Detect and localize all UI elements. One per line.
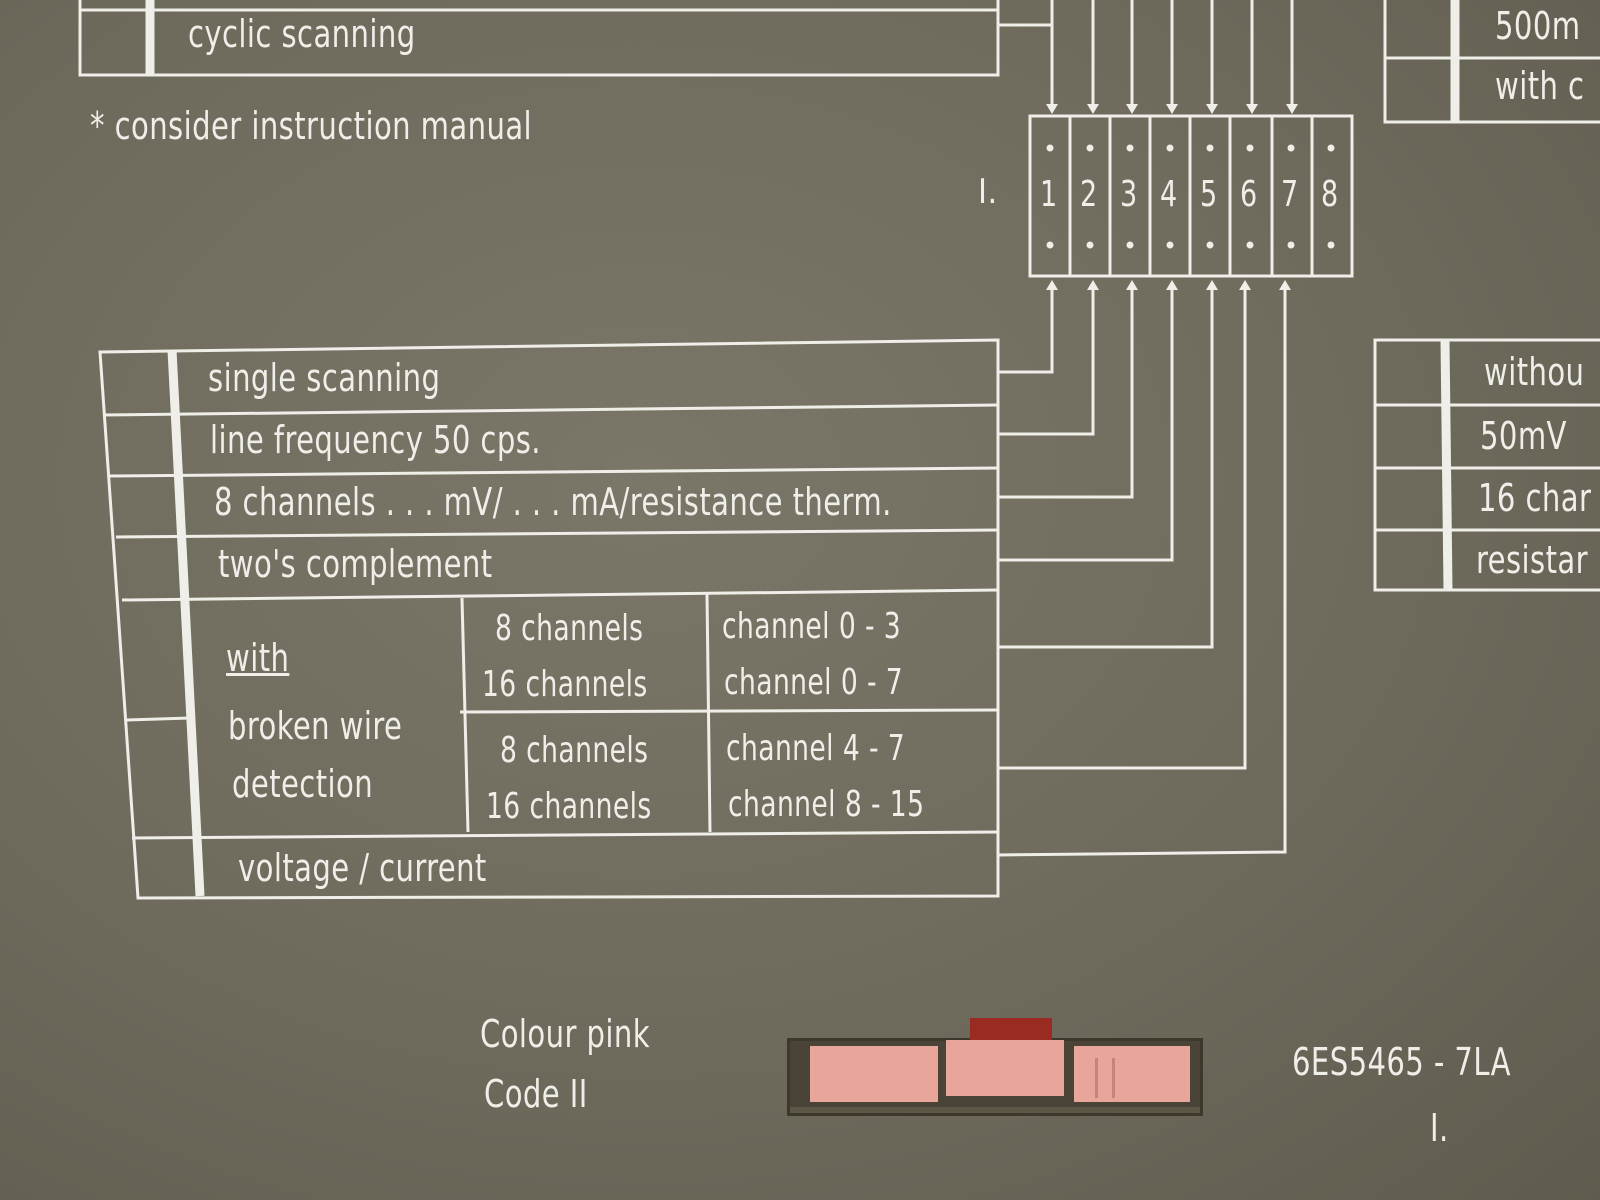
cell-channel-8-15: channel 8 - 15	[728, 784, 925, 825]
coding-key-left	[810, 1046, 938, 1102]
cell-16-channels-2: 16 channels	[486, 786, 652, 827]
note-instruction-manual: * consider instruction manual	[90, 104, 533, 148]
label-cyclic-scanning: cyclic scanning	[188, 12, 416, 56]
label-with: with	[226, 636, 290, 680]
coding-key-slot	[1095, 1058, 1115, 1098]
label-without: withou	[1484, 350, 1585, 394]
switch-number-1: 1	[1040, 174, 1058, 215]
label-8-channels-mv-ma: 8 channels . . . mV/ . . . mA/resistance…	[214, 480, 892, 524]
cell-channel-4-7: channel 4 - 7	[726, 728, 906, 769]
cell-8-channels-1: 8 channels	[495, 608, 644, 649]
label-50mv: 50mV	[1480, 414, 1567, 458]
label-part-number: 6ES5465 - 7LA	[1292, 1040, 1511, 1084]
label-500m: 500m	[1495, 4, 1581, 48]
switch-number-6: 6	[1240, 174, 1258, 215]
label-broken-wire: broken wire	[228, 704, 403, 748]
label-16-chan: 16 char	[1478, 476, 1592, 520]
coding-key-middle	[946, 1040, 1064, 1096]
switch-number-3: 3	[1120, 174, 1138, 215]
label-issue-mark: I.	[1430, 1106, 1449, 1150]
label-colour-pink: Colour pink	[480, 1012, 650, 1056]
label-detection: detection	[232, 762, 374, 806]
switch-number-2: 2	[1080, 174, 1098, 215]
switch-number-7: 7	[1281, 174, 1299, 215]
label-code: Code II	[484, 1072, 588, 1116]
switch-number-5: 5	[1200, 174, 1218, 215]
cell-channel-0-3: channel 0 - 3	[722, 606, 902, 647]
label-resistance: resistar	[1476, 538, 1589, 582]
label-single-scanning: single scanning	[208, 356, 441, 400]
cell-8-channels-2: 8 channels	[500, 730, 649, 771]
label-with-c: with c	[1495, 64, 1585, 108]
label-voltage-current: voltage / current	[238, 846, 487, 890]
switch-number-8: 8	[1321, 174, 1339, 215]
coding-key-right	[1074, 1046, 1190, 1102]
cell-channel-0-7: channel 0 - 7	[724, 662, 904, 703]
cell-16-channels-1: 16 channels	[482, 664, 648, 705]
switch-mark: I.	[978, 172, 998, 212]
switch-number-4: 4	[1160, 174, 1178, 215]
top-table-frame	[78, 0, 1000, 77]
label-twos-complement: two's complement	[218, 542, 493, 586]
label-line-frequency: line frequency 50 cps.	[210, 418, 541, 462]
